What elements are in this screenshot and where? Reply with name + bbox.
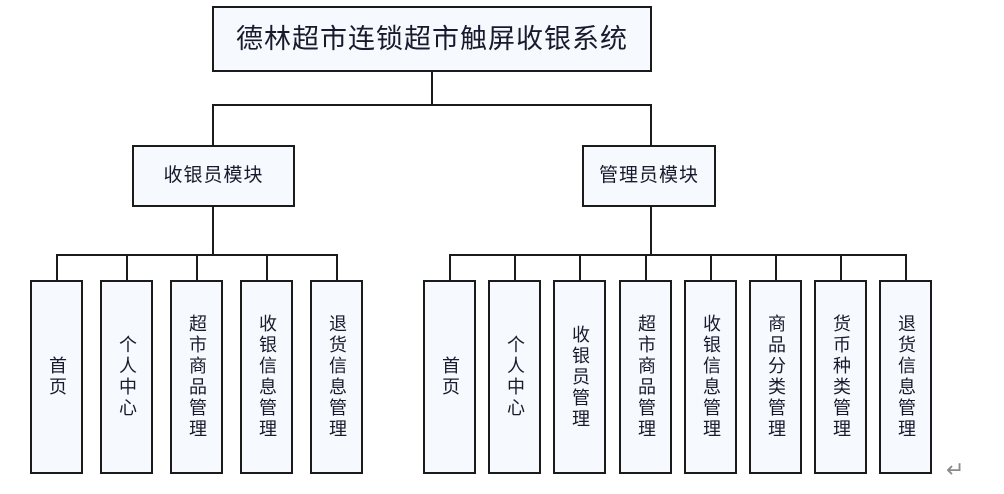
- leaf-node-cashier-product-management[interactable]: 超市商品管理: [170, 280, 223, 474]
- connector-admin-leaf-0: [449, 254, 451, 280]
- connector-cashier-leaf-3: [266, 254, 268, 280]
- leaf-node-admin-personal-center[interactable]: 个人中心: [488, 280, 541, 474]
- connector-cashier-leaf-1: [126, 254, 128, 280]
- leaf-node-cashier-personal-center-label: 个人中心: [116, 335, 137, 419]
- leaf-node-cashier-personal-center[interactable]: 个人中心: [100, 280, 153, 474]
- leaf-node-admin-home-label: 首页: [439, 356, 460, 398]
- connector-root-to-admin-module: [650, 104, 652, 145]
- leaf-node-cashier-home[interactable]: 首页: [30, 280, 83, 474]
- connector-root-to-cashier-module: [212, 104, 214, 145]
- leaf-node-admin-return-info-management[interactable]: 退货信息管理: [879, 280, 932, 474]
- leaf-node-admin-currency-management-label: 货币种类管理: [830, 314, 851, 440]
- module-node-cashier-label: 收银员模块: [163, 165, 264, 187]
- leaf-node-cashier-product-management-label: 超市商品管理: [186, 314, 207, 440]
- connector-cashier-leaf-4: [336, 254, 338, 280]
- leaf-node-cashier-home-label: 首页: [46, 356, 67, 398]
- leaf-node-admin-checkout-info-management[interactable]: 收银信息管理: [684, 280, 737, 474]
- paragraph-return-icon: ↵: [946, 458, 965, 483]
- connector-admin-leaf-2: [579, 254, 581, 280]
- connector-admin-leaf-1: [514, 254, 516, 280]
- connector-cashier-down: [212, 207, 214, 254]
- module-node-admin-label: 管理员模块: [598, 165, 699, 187]
- connector-admin-leaf-6: [840, 254, 842, 280]
- leaf-node-admin-currency-management[interactable]: 货币种类管理: [814, 280, 867, 474]
- leaf-node-cashier-return-info-management[interactable]: 退货信息管理: [310, 280, 363, 474]
- module-node-cashier[interactable]: 收银员模块: [132, 145, 295, 207]
- leaf-node-admin-category-management-label: 商品分类管理: [765, 314, 786, 440]
- leaf-node-admin-product-management-label: 超市商品管理: [635, 314, 656, 440]
- connector-admin-leaf-3: [645, 254, 647, 280]
- leaf-node-admin-cashier-management[interactable]: 收银员管理: [553, 280, 606, 474]
- root-node-label: 德林超市连锁超市触屏收银系统: [236, 23, 628, 54]
- connector-admin-down: [650, 207, 652, 254]
- connector-cashier-leaf-2: [196, 254, 198, 280]
- leaf-node-cashier-checkout-info-management-label: 收银信息管理: [256, 314, 277, 440]
- module-node-admin[interactable]: 管理员模块: [582, 145, 716, 207]
- connector-admin-bus: [449, 254, 906, 256]
- connector-admin-leaf-7: [905, 254, 907, 280]
- leaf-node-admin-checkout-info-management-label: 收银信息管理: [700, 314, 721, 440]
- leaf-node-admin-home[interactable]: 首页: [423, 280, 476, 474]
- leaf-node-admin-product-management[interactable]: 超市商品管理: [619, 280, 672, 474]
- leaf-node-admin-cashier-management-label: 收银员管理: [569, 324, 590, 430]
- leaf-node-cashier-checkout-info-management[interactable]: 收银信息管理: [240, 280, 293, 474]
- connector-admin-leaf-4: [710, 254, 712, 280]
- leaf-node-admin-personal-center-label: 个人中心: [504, 335, 525, 419]
- leaf-node-cashier-return-info-management-label: 退货信息管理: [326, 314, 347, 440]
- connector-root-bus: [212, 104, 652, 106]
- root-node-system-title[interactable]: 德林超市连锁超市触屏收银系统: [212, 6, 652, 72]
- leaf-node-admin-category-management[interactable]: 商品分类管理: [749, 280, 802, 474]
- connector-cashier-leaf-0: [56, 254, 58, 280]
- connector-admin-leaf-5: [775, 254, 777, 280]
- connector-root-down: [431, 72, 433, 104]
- leaf-node-admin-return-info-management-label: 退货信息管理: [895, 314, 916, 440]
